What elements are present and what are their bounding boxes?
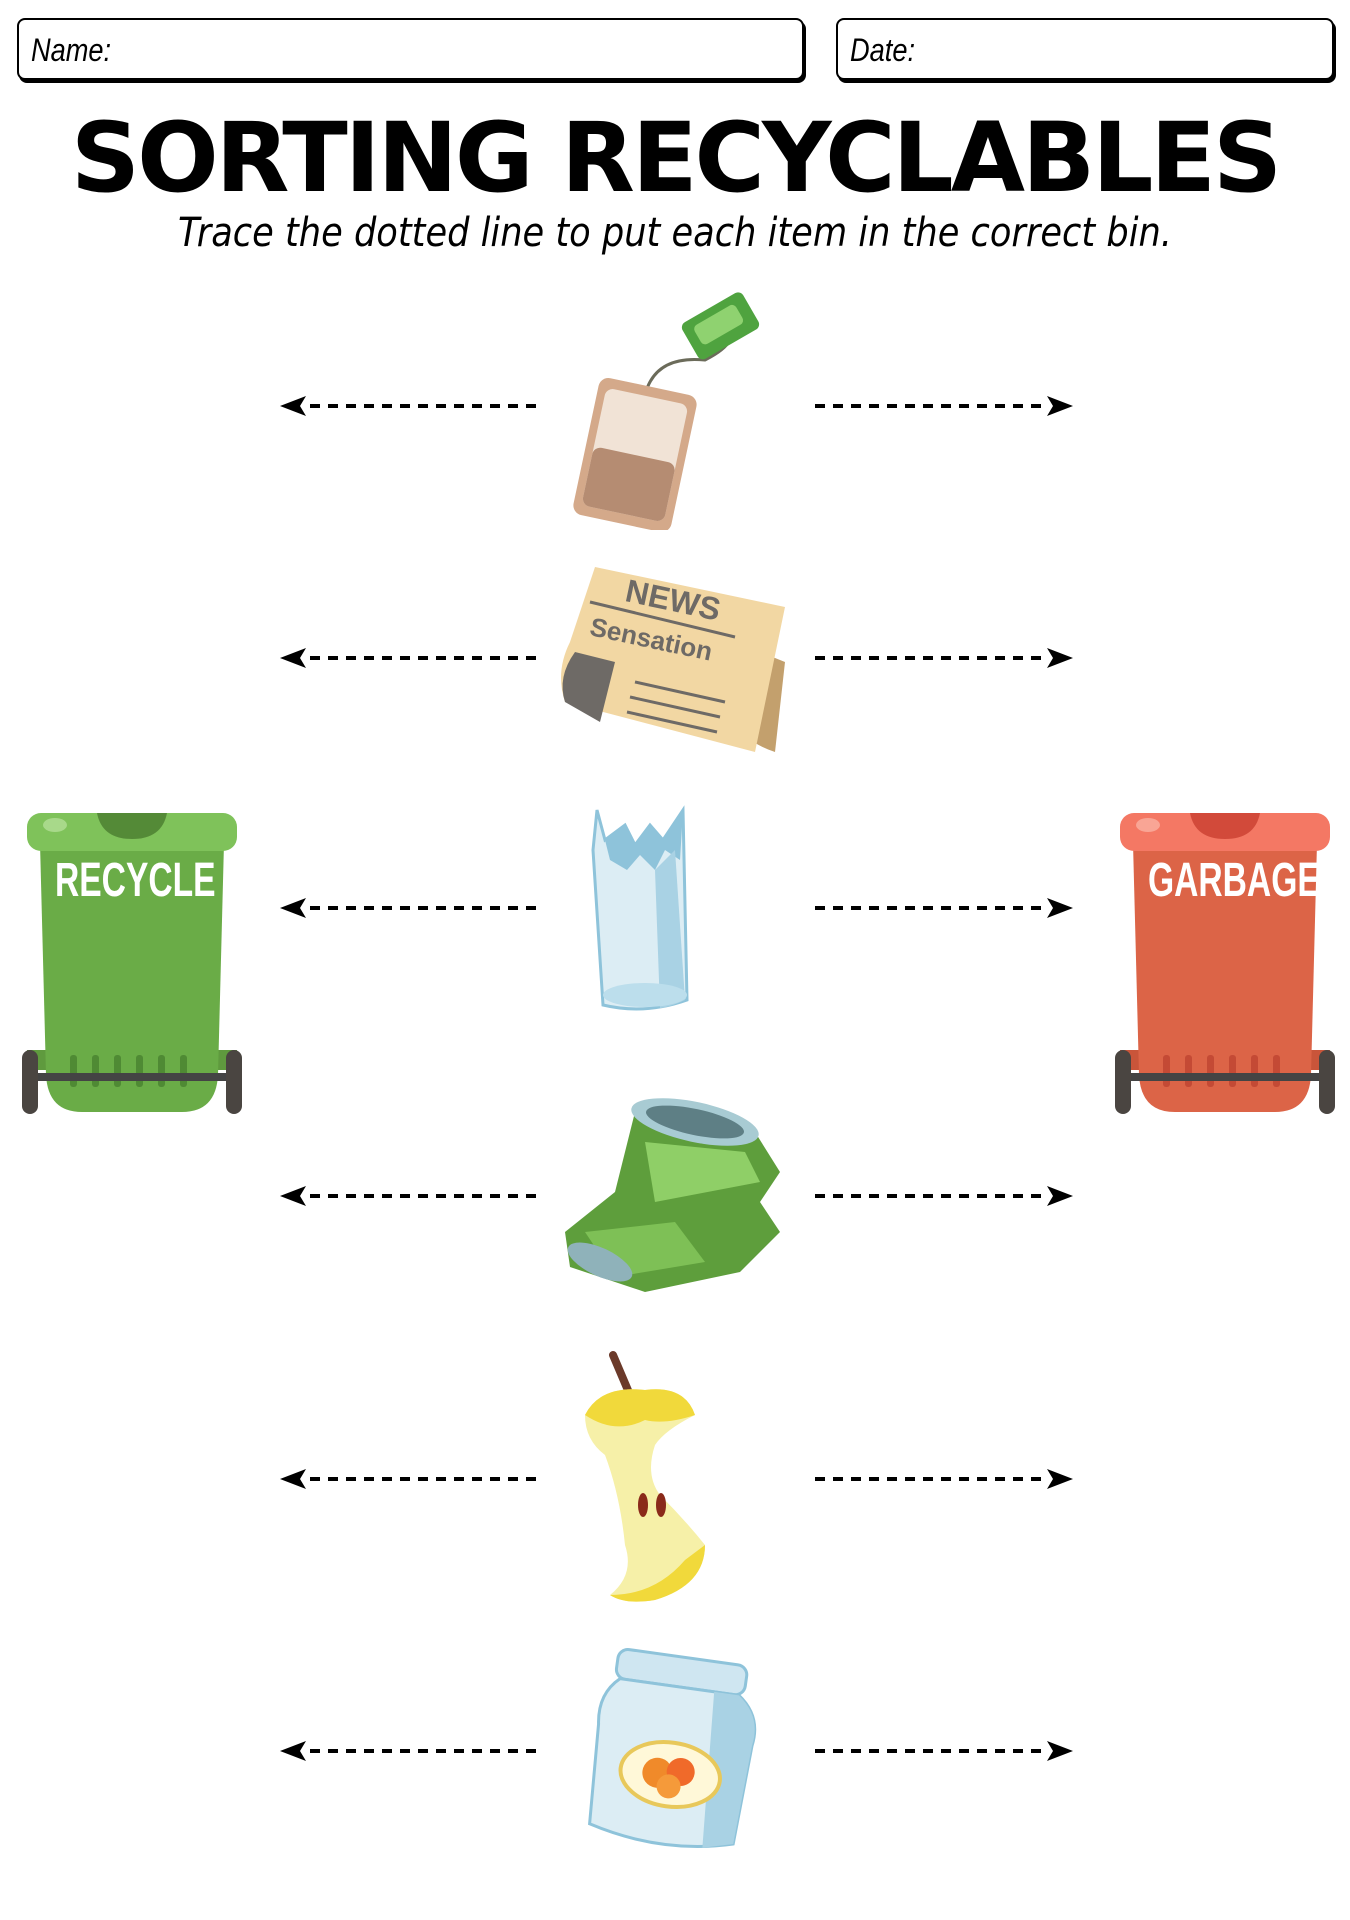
recycle-bin-label: RECYCLE: [55, 854, 216, 907]
trace-line-right[interactable]: [813, 648, 1073, 668]
tea-bag-icon: [573, 292, 760, 530]
trace-line-left[interactable]: [280, 898, 540, 918]
trace-line-left[interactable]: [280, 396, 540, 416]
date-label: Date:: [850, 32, 916, 68]
newspaper-icon: [561, 567, 785, 752]
trace-line-right[interactable]: [813, 898, 1073, 918]
trace-line-right[interactable]: [813, 396, 1073, 416]
crushed-can-icon: [565, 1098, 780, 1292]
date-field[interactable]: Date:: [836, 18, 1334, 80]
trace-line-right[interactable]: [813, 1741, 1073, 1761]
name-field[interactable]: Name:: [17, 18, 804, 80]
garbage-bin-label: GARBAGE: [1148, 854, 1320, 907]
garbage-bin-icon: [1115, 813, 1335, 1114]
recycle-bin: RECYCLE: [22, 805, 242, 1117]
broken-glass-icon: [591, 805, 689, 1011]
name-label: Name:: [31, 32, 112, 68]
recycle-bin-icon: [22, 813, 242, 1114]
garbage-bin: GARBAGE: [1115, 805, 1335, 1117]
instructions: Trace the dotted line to put each item i…: [177, 210, 1173, 256]
trace-line-left[interactable]: [280, 1741, 540, 1761]
newspaper: NEWS Sensation: [555, 562, 795, 757]
trace-line-left[interactable]: [280, 648, 540, 668]
glass-jar-icon: [588, 1648, 757, 1848]
apple-core-icon: [585, 1351, 705, 1602]
page-title: SORTING RECYCLABLES: [70, 102, 1282, 214]
trace-line-right[interactable]: [813, 1469, 1073, 1489]
trace-line-right[interactable]: [813, 1186, 1073, 1206]
trace-line-left[interactable]: [280, 1469, 540, 1489]
trace-line-left[interactable]: [280, 1186, 540, 1206]
